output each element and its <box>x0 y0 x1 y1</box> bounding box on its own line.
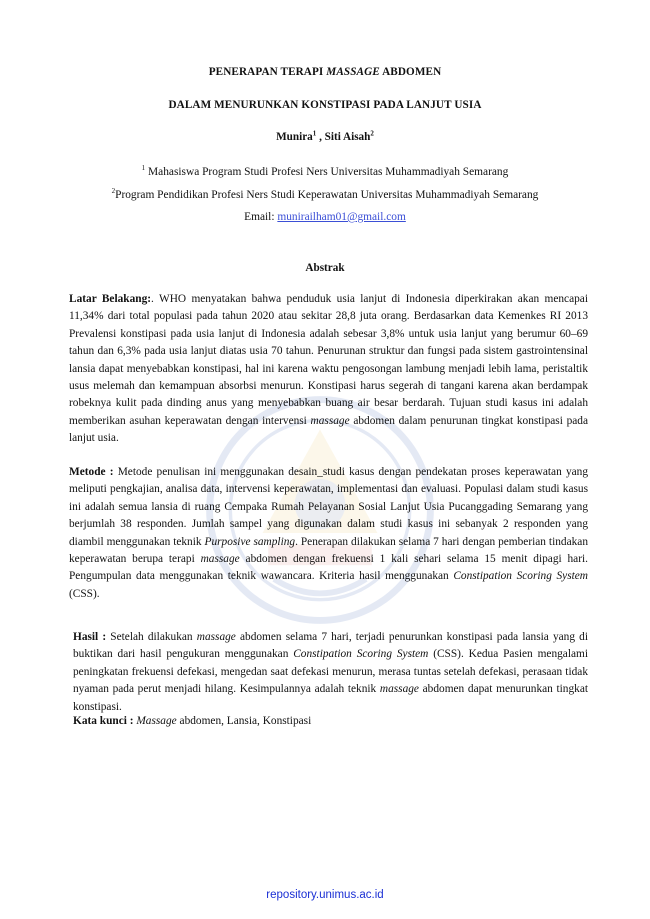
abstract-result: Hasil : Setelah dilakukan massage abdome… <box>73 631 589 713</box>
author-name: Siti Aisah <box>324 131 371 143</box>
affiliation-2: 2Program Pendidikan Profesi Ners Studi K… <box>111 187 539 201</box>
abstract-background: Latar Belakang:. WHO menyatakan bahwa pe… <box>69 293 588 445</box>
affiliation-1: 1 Mahasiswa Program Studi Profesi Ners U… <box>141 164 509 178</box>
email-link[interactable]: munirailham01@gmail.com <box>277 211 406 223</box>
author-name: Munira <box>276 131 313 143</box>
keywords: Kata kunci : Massage abdomen, Lansia, Ko… <box>73 715 312 727</box>
author-list: Munira1 , Siti Aisah2 <box>276 129 374 143</box>
email-line: Email: munirailham01@gmail.com <box>244 211 406 223</box>
abstract-heading: Abstrak <box>305 262 345 274</box>
abstract-method: Metode : Metode penulisan ini menggunaka… <box>69 466 589 600</box>
repository-footer-link[interactable]: repository.unimus.ac.id <box>266 889 384 901</box>
paper-title-line-2: DALAM MENURUNKAN KONSTIPASI PADA LANJUT … <box>168 99 482 111</box>
paper-title-line-1: PENERAPAN TERAPI MASSAGE ABDOMEN <box>208 66 442 78</box>
